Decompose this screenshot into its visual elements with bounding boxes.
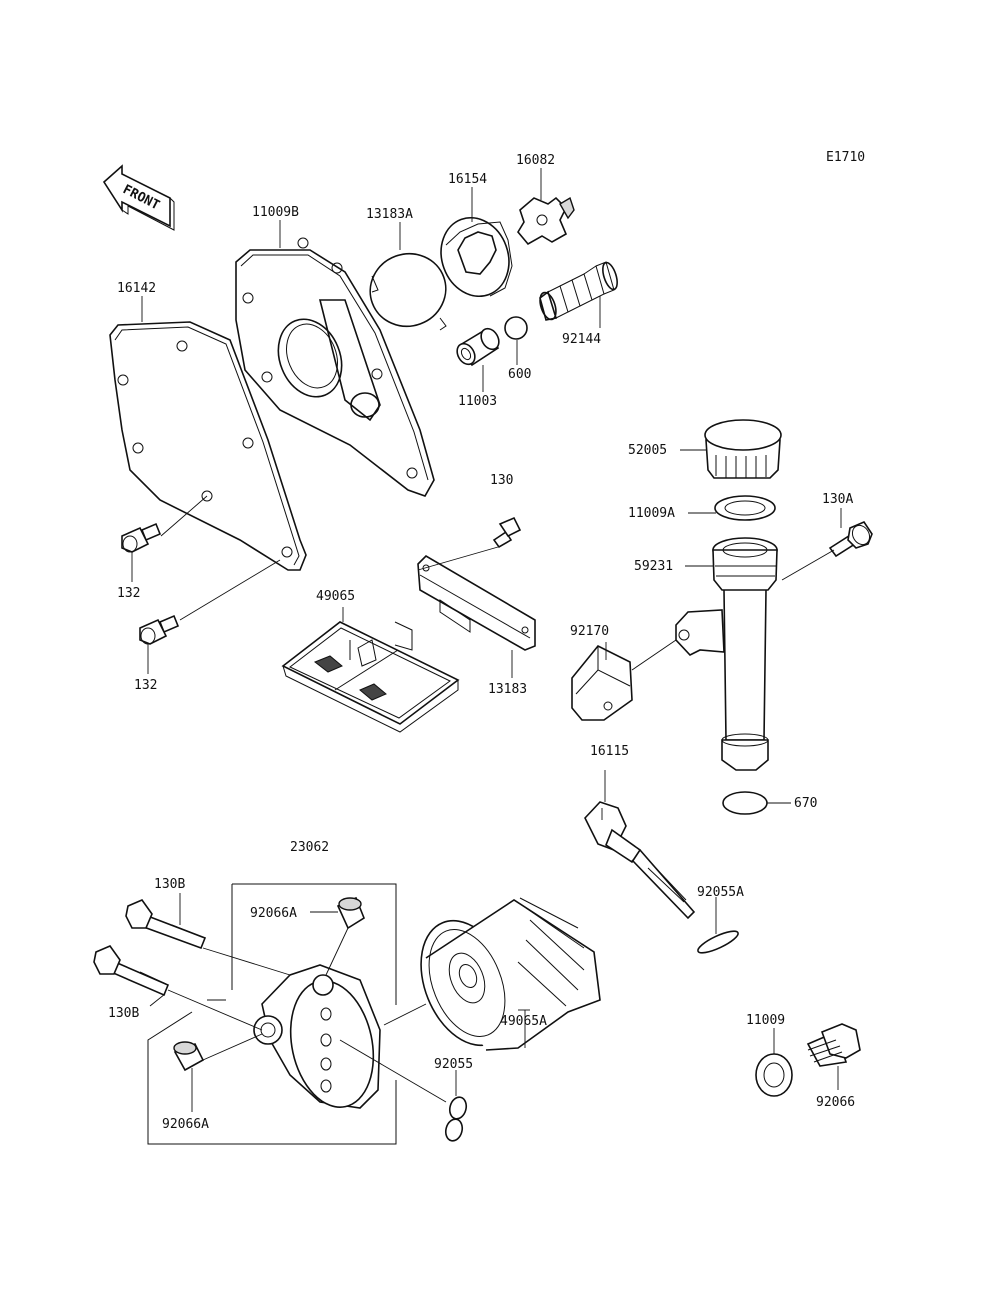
label-670: 670 <box>794 796 817 811</box>
bolt-130 <box>492 516 522 549</box>
diagram-code: E1710 <box>826 150 865 165</box>
bolt-130b-upper <box>125 899 207 950</box>
spring-92144 <box>539 261 618 321</box>
label-16115: 16115 <box>590 744 629 759</box>
assembly-bracket-23062 <box>147 883 397 1145</box>
label-92066a-lower: 92066A <box>162 1117 209 1132</box>
label-11009a: 11009A <box>628 506 675 521</box>
label-59231: 59231 <box>634 559 673 574</box>
label-13183: 13183 <box>488 682 527 697</box>
bolt-132-upper <box>121 522 162 553</box>
label-130: 130 <box>490 473 513 488</box>
label-13183a: 13183A <box>366 207 413 222</box>
label-130b-lower: 130B <box>108 1006 139 1021</box>
oring-92055a <box>697 930 739 954</box>
drain-plug-92066 <box>806 1023 861 1067</box>
bolt-132-lower <box>139 614 180 645</box>
label-11009: 11009 <box>746 1013 785 1028</box>
label-92066a-upper: 92066A <box>250 906 297 921</box>
oil-filter-49065a <box>420 897 601 1051</box>
label-16154: 16154 <box>448 172 487 187</box>
bushing-11003 <box>456 327 500 367</box>
plug-92066a-lower <box>173 1041 205 1072</box>
bolt-130a <box>828 521 873 558</box>
oring-92055 <box>444 1096 468 1142</box>
plate-13183a <box>369 252 447 331</box>
label-16142: 16142 <box>117 281 156 296</box>
label-11009b: 11009B <box>252 205 299 220</box>
label-600: 600 <box>508 367 531 382</box>
label-132-upper: 132 <box>117 586 140 601</box>
label-52005: 52005 <box>628 443 667 458</box>
label-130a: 130A <box>822 492 853 507</box>
label-92055: 92055 <box>434 1057 473 1072</box>
leader-lines <box>131 168 842 1112</box>
dipstick-16115 <box>584 801 696 920</box>
label-92170: 92170 <box>570 624 609 639</box>
ball-600 <box>504 316 528 340</box>
washer-11009a <box>714 495 776 521</box>
gasket-16142 <box>109 321 307 571</box>
strainer-49065 <box>281 621 460 733</box>
label-49065a: 49065A <box>500 1014 547 1029</box>
clamp-92170 <box>571 644 633 721</box>
plug-92066a-upper <box>336 896 365 930</box>
gasket-11009b <box>235 237 435 497</box>
bolt-130b-lower <box>93 945 170 997</box>
oring-670 <box>722 791 768 815</box>
filler-tube-59231 <box>675 537 778 771</box>
plate-13183 <box>417 554 536 651</box>
label-16082: 16082 <box>516 153 555 168</box>
cap-52005 <box>704 419 782 479</box>
filter-mount-23062 <box>253 964 381 1109</box>
label-49065: 49065 <box>316 589 355 604</box>
label-132-lower: 132 <box>134 678 157 693</box>
rotor-16154 <box>440 216 513 298</box>
label-92055a: 92055A <box>697 885 744 900</box>
inner-rotor-16082 <box>517 196 575 246</box>
label-11003: 11003 <box>458 394 497 409</box>
washer-11009 <box>755 1053 793 1097</box>
label-92144: 92144 <box>562 332 601 347</box>
label-23062: 23062 <box>290 840 329 855</box>
front-arrow-icon: FRONT <box>102 164 175 231</box>
label-92066: 92066 <box>816 1095 855 1110</box>
label-130b-upper: 130B <box>154 877 185 892</box>
